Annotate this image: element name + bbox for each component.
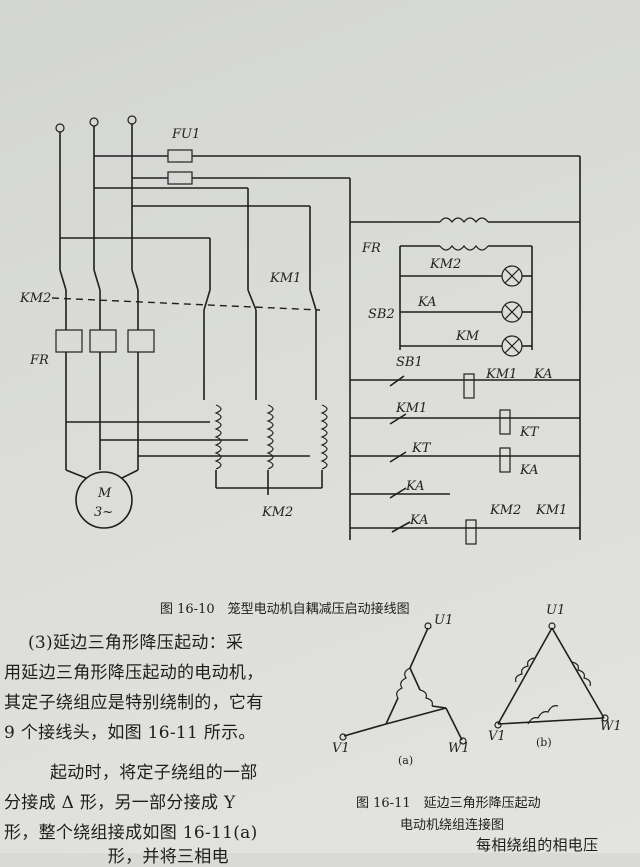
fig11a-u1: U1 <box>434 613 453 628</box>
body-line-7: 形，整个绕组接成如图 16-11(a) <box>4 823 258 843</box>
label-ka-1: KA <box>417 295 437 310</box>
body-line-1: (3)延边三角形降压起动：采 <box>28 633 244 653</box>
label-motor-phase: 3~ <box>94 505 113 520</box>
body-line-6: 分接成 Δ 形，另一部分接成 Y <box>4 793 236 813</box>
label-kt-coil: KT <box>519 425 540 440</box>
fig11a-label: (a) <box>398 754 413 767</box>
label-km2-bottom: KM2 <box>261 505 293 520</box>
body-line-2: 用延边三角形降压起动的电动机， <box>4 663 264 683</box>
fig11a-w1: W1 <box>448 741 470 756</box>
body-line-3: 其定子绕组应是特别绕制的，它有 <box>4 693 264 713</box>
body-line-8: 形，并将三相电 <box>4 847 229 867</box>
figure-16-11-caption-line1: 图 16-11 延边三角形降压起动 <box>356 796 541 811</box>
label-km1-aux: KM1 <box>395 401 427 416</box>
fig11a-v1: V1 <box>332 741 350 756</box>
label-motor-m: M <box>97 486 112 501</box>
label-ka-2: KA <box>405 479 425 494</box>
label-ka-coil: KA <box>519 463 539 478</box>
label-km2-coil-contact: KM2 <box>489 503 521 518</box>
label-fr-ctrl: FR <box>361 241 381 256</box>
body-line-4: 9 个接线头，如图 16-11 所示。 <box>4 723 256 743</box>
label-sb1: SB1 <box>396 355 423 370</box>
label-ka-coil-contact: KA <box>533 367 553 382</box>
label-km2-ctrl: KM2 <box>429 257 461 272</box>
label-km-ctrl: KM <box>455 329 480 344</box>
label-km2-left: KM2 <box>19 291 51 306</box>
fig11b-v1: V1 <box>488 729 506 744</box>
label-fr-left: FR <box>29 353 49 368</box>
fig11b-u1: U1 <box>546 603 565 618</box>
label-kt-contact: KT <box>411 441 432 456</box>
label-km1-coil: KM1 <box>485 367 517 382</box>
label-sb2: SB2 <box>368 307 395 322</box>
fig11b-w1: W1 <box>600 719 622 734</box>
label-km1-last: KM1 <box>535 503 567 518</box>
label-ka-3: KA <box>409 513 429 528</box>
fig11b-label: (b) <box>536 736 552 749</box>
label-km1-top: KM1 <box>269 271 301 286</box>
figure-16-10-circuit: FU1 KM2 FR KM1 M 3~ KM2 FR KM2 KA KM SB2… <box>19 115 581 545</box>
body-line-9: 每相绕组的相电压 <box>476 836 599 854</box>
label-fu1: FU1 <box>171 127 200 142</box>
body-line-5: 起动时，将定子绕组的一部 <box>50 763 258 783</box>
figure-16-11-caption-line2: 电动机绕组连接图 <box>400 818 505 833</box>
figure-16-10-caption: 图 16-10 笼型电动机自耦减压启动接线图 <box>160 602 410 617</box>
